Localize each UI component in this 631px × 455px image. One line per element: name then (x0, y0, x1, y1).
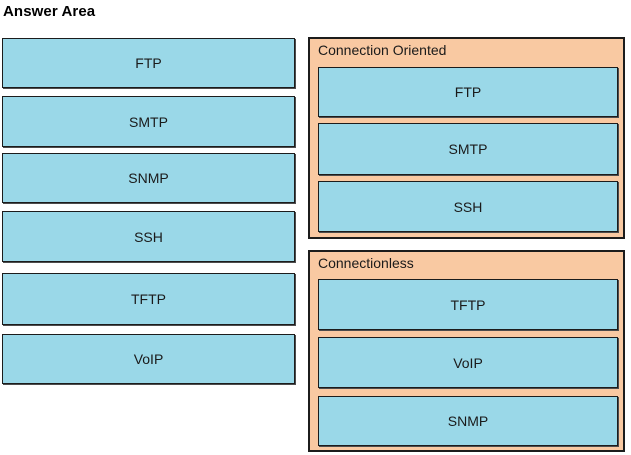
dropped-item-label: FTP (454, 84, 482, 100)
drag-item-label: SNMP (128, 170, 169, 186)
dropped-item-label: SSH (453, 198, 483, 215)
dropzone-connectionless-label: Connectionless (318, 255, 414, 271)
dropped-item-smtp[interactable]: SMTP (318, 123, 618, 175)
drag-item-label: SSH (134, 228, 163, 245)
drag-item-label: FTP (135, 55, 162, 71)
dropped-item-label: VoIP (453, 354, 483, 371)
drag-item-ftp[interactable]: FTP (2, 38, 295, 88)
drag-item-label: VoIP (133, 351, 164, 367)
dropped-item-ssh[interactable]: SSH (318, 181, 618, 232)
drag-item-smtp[interactable]: SMTP (2, 96, 295, 147)
dropped-item-snmp[interactable]: SNMP (318, 396, 618, 446)
drag-item-label: SMTP (129, 113, 168, 130)
dropped-item-label: TFTP (450, 296, 486, 313)
dropzone-connection-oriented-label: Connection Oriented (318, 42, 447, 58)
dropped-item-voip[interactable]: VoIP (318, 337, 618, 388)
dropped-item-ftp[interactable]: FTP (318, 67, 618, 117)
dropped-item-tftp[interactable]: TFTP (318, 279, 618, 330)
dropped-item-label: SNMP (447, 413, 489, 429)
dropped-item-label: SMTP (448, 141, 488, 157)
dropzone-connection-oriented[interactable]: Connection Oriented FTP SMTP SSH (308, 37, 625, 239)
drag-item-ssh[interactable]: SSH (2, 211, 295, 262)
drag-item-voip[interactable]: VoIP (2, 334, 295, 384)
drag-item-label: TFTP (131, 291, 166, 307)
drag-item-snmp[interactable]: SNMP (2, 153, 295, 203)
drag-item-tftp[interactable]: TFTP (2, 273, 295, 325)
answer-area-title: Answer Area (3, 3, 96, 20)
dropzone-connectionless[interactable]: Connectionless TFTP VoIP SNMP (308, 250, 625, 452)
